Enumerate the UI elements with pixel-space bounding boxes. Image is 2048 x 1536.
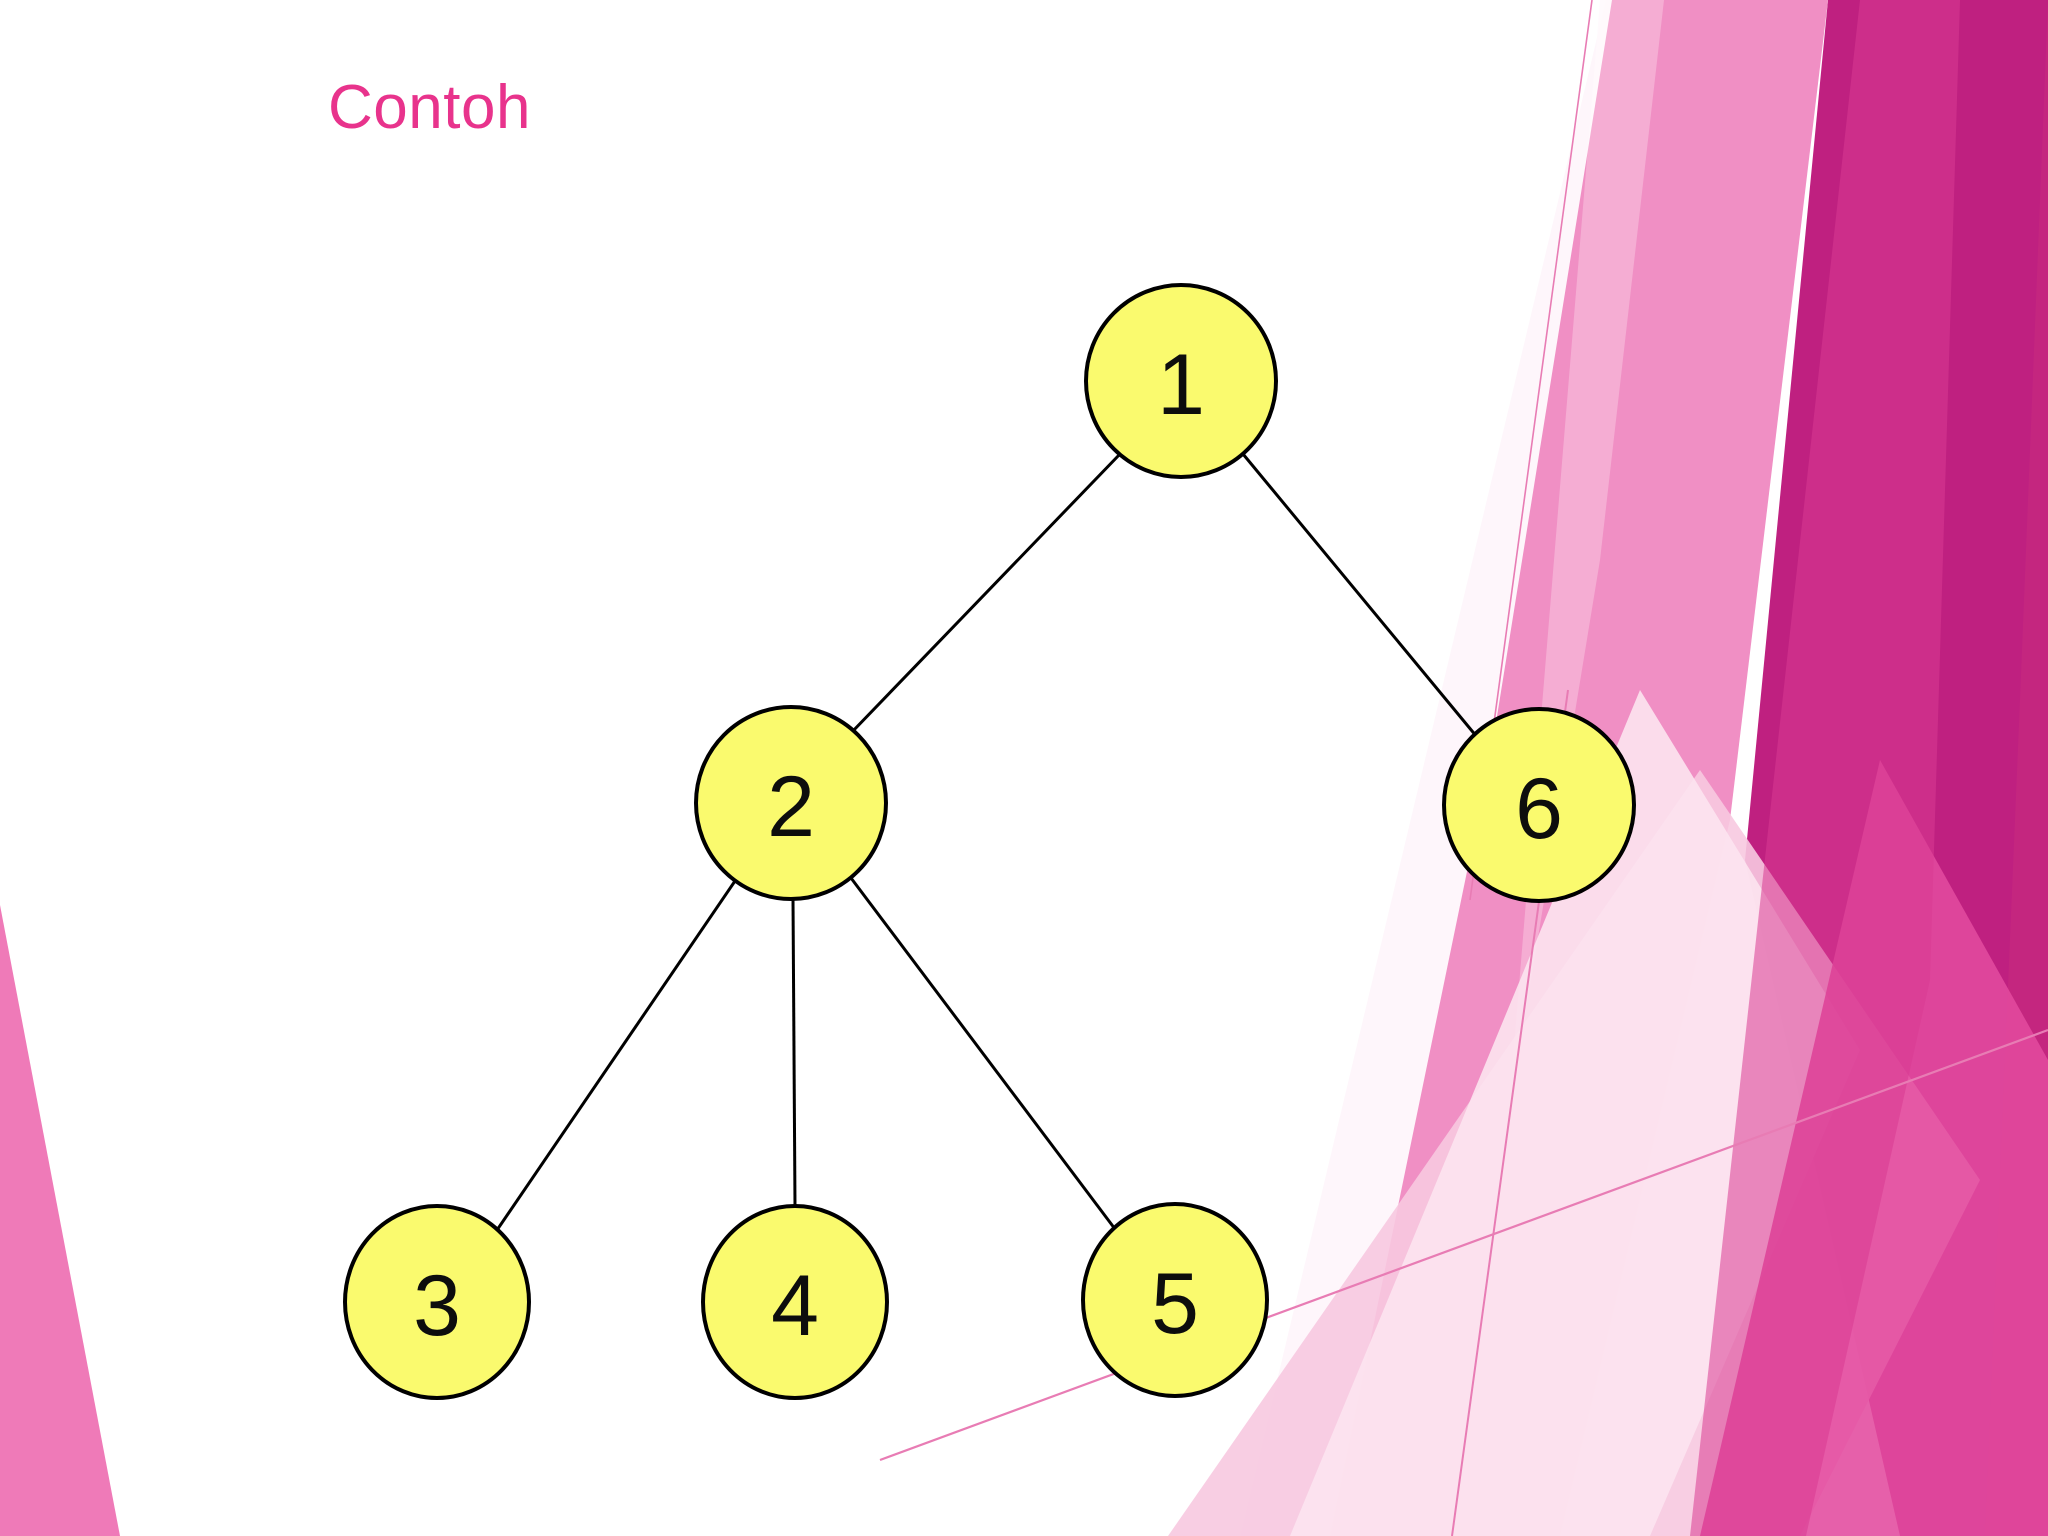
node-label-2: 2 xyxy=(767,759,815,855)
edge-1-6 xyxy=(1241,453,1479,738)
tree-node-2[interactable]: 2 xyxy=(694,705,888,901)
edge-2-5 xyxy=(849,877,1120,1234)
node-label-1: 1 xyxy=(1157,337,1205,433)
tree-node-6[interactable]: 6 xyxy=(1442,707,1636,903)
edge-2-3 xyxy=(493,880,737,1234)
node-circle-2[interactable] xyxy=(694,705,888,901)
node-label-3: 3 xyxy=(413,1258,461,1354)
node-circle-6[interactable] xyxy=(1442,707,1636,903)
tree-node-4[interactable]: 4 xyxy=(701,1204,889,1400)
node-label-5: 5 xyxy=(1151,1256,1199,1352)
node-circle-5[interactable] xyxy=(1081,1202,1269,1398)
node-circle-1[interactable] xyxy=(1084,283,1278,479)
node-label-6: 6 xyxy=(1515,761,1563,857)
page-title: Contoh xyxy=(328,73,531,142)
edge-1-2 xyxy=(849,452,1122,735)
node-circle-4[interactable] xyxy=(701,1204,889,1400)
node-label-4: 4 xyxy=(771,1258,819,1354)
tree-node-3[interactable]: 3 xyxy=(343,1204,531,1400)
tree-node-1[interactable]: 1 xyxy=(1084,283,1278,479)
tree-nodes: 1 2 6 3 4 5 xyxy=(343,283,1636,1400)
node-circle-3[interactable] xyxy=(343,1204,531,1400)
edge-2-4 xyxy=(791,898,797,1207)
tree-edges xyxy=(493,452,1479,1234)
tree-node-5[interactable]: 5 xyxy=(1081,1202,1269,1398)
